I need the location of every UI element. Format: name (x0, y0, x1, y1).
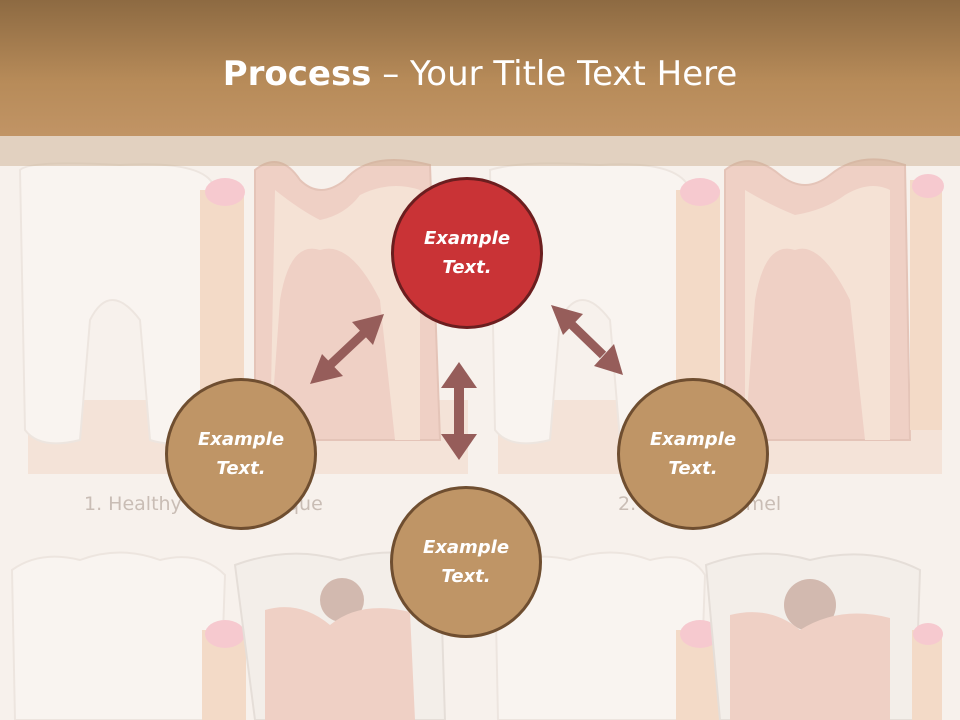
slide-title-bold: Process (222, 54, 372, 94)
arrow-top-right[interactable] (551, 305, 623, 375)
background-caption-healthy: 1. Healthy (84, 493, 182, 515)
node-right-line2: Text. (668, 458, 718, 479)
title-bar (0, 0, 960, 136)
arrow-vertical[interactable] (441, 362, 477, 460)
title-bar-shadow-band (0, 136, 960, 166)
process-node-right[interactable]: Example Text. (617, 378, 769, 530)
node-top-line2: Text. (442, 257, 492, 278)
process-node-bottom[interactable]: Example Text. (390, 486, 542, 638)
node-bottom-line2: Text. (441, 566, 491, 587)
node-left-line1: Example (197, 429, 285, 450)
node-left-line2: Text. (216, 458, 266, 479)
arrow-top-left[interactable] (310, 314, 384, 384)
slide-title[interactable]: Process – Your Title Text Here (0, 52, 960, 96)
process-node-left[interactable]: Example Text. (165, 378, 317, 530)
node-top-line1: Example (423, 228, 511, 249)
process-node-top[interactable]: Example Text. (391, 177, 543, 329)
slide-title-rest: – Your Title Text Here (371, 54, 738, 94)
node-right-line1: Example (649, 429, 737, 450)
node-bottom-line1: Example (422, 537, 510, 558)
